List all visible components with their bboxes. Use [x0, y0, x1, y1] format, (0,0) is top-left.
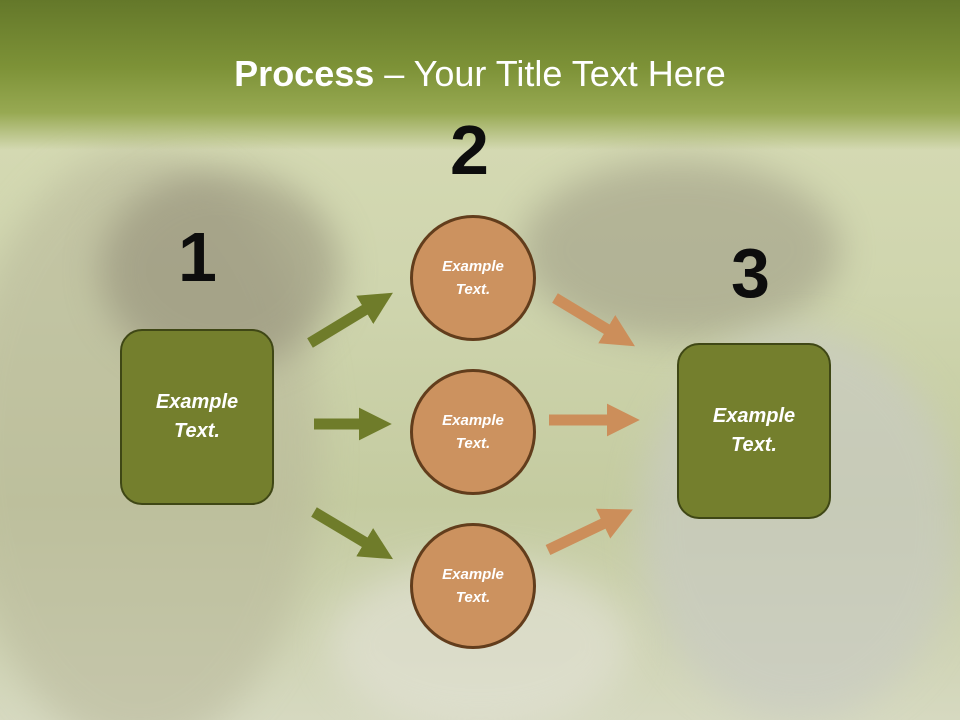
- arrow-to-circle-3: [311, 507, 394, 560]
- left-box-line2: Text.: [174, 420, 220, 442]
- page-title: Process – Your Title Text Here: [0, 52, 960, 96]
- arrow-to-circle-1: [307, 292, 393, 348]
- circle-3-line1: Example: [442, 566, 504, 583]
- step-number-3: 3: [731, 234, 770, 312]
- circle-1-line1: Example: [442, 258, 504, 275]
- circle-1-line2: Text.: [455, 281, 491, 298]
- right-box-line1: Example: [712, 405, 796, 427]
- arrow-from-circle-1: [552, 293, 635, 347]
- step-number-1: 1: [178, 218, 217, 296]
- circle-3-line2: Text.: [455, 589, 491, 606]
- title-banner: [0, 0, 960, 150]
- title-rest: – Your Title Text Here: [374, 53, 726, 94]
- circle-2-line1: Example: [442, 412, 504, 429]
- arrow-from-circle-3: [545, 508, 633, 555]
- circle-2-line2: Text.: [455, 435, 491, 452]
- step-number-2: 2: [450, 111, 489, 189]
- title-bold: Process: [234, 53, 375, 94]
- right-box-line2: Text.: [731, 434, 777, 456]
- left-box-line1: Example: [155, 391, 239, 413]
